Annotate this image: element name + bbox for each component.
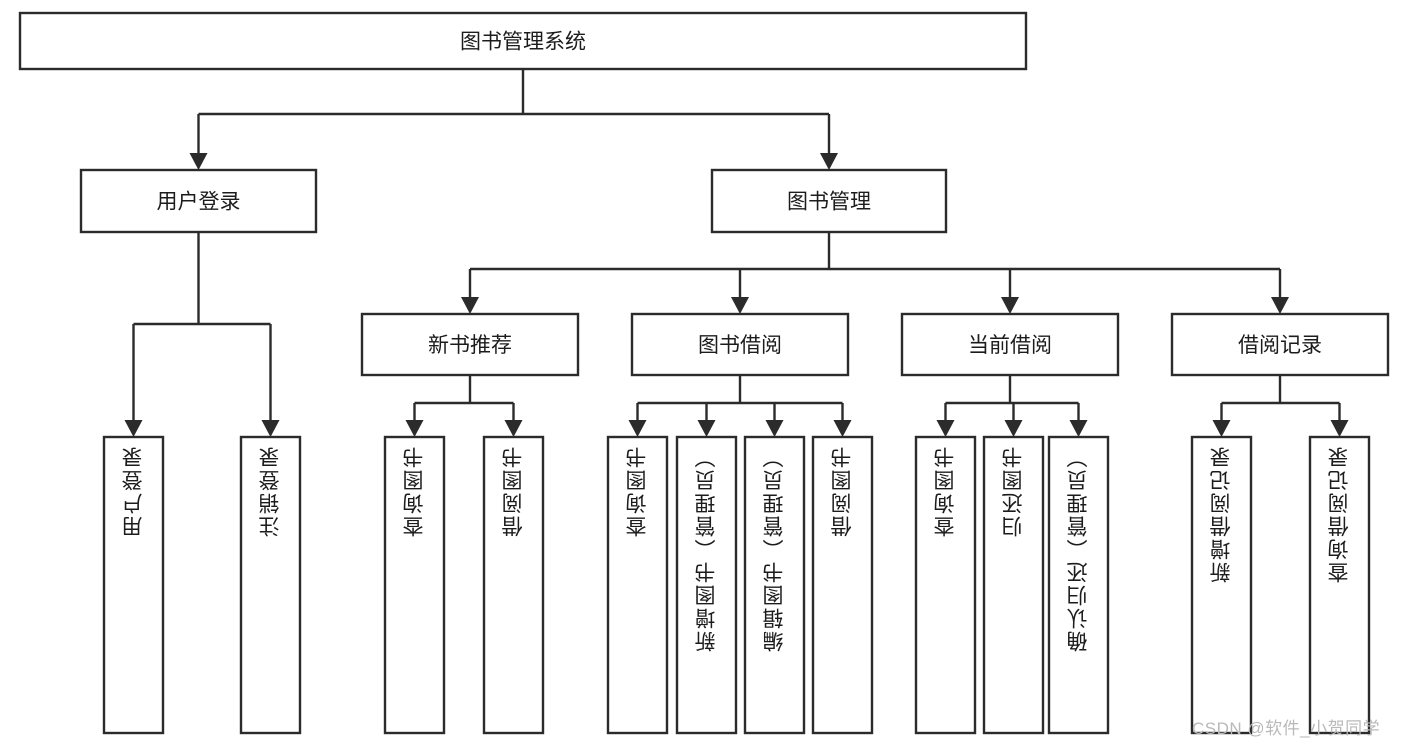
arrow-head [628,420,647,437]
node-rect [1047,435,1110,735]
leaf-br-add-record[interactable] [1190,435,1253,735]
node-rect [1170,312,1390,377]
node-rect [239,435,302,735]
node-current-borrow[interactable]: 当前借阅 [900,312,1120,377]
arrow-head [1330,420,1349,437]
node-rect [982,435,1045,735]
node-label: 用户登录 [157,191,241,214]
arrow-head [261,420,280,437]
csdn-watermark: CSDN @软件_小贺同学 [1192,719,1381,738]
node-rect [18,11,1028,71]
arrow-head [731,297,749,314]
arrow-head [461,297,479,314]
node-label: 借阅记录 [1238,334,1322,357]
node-user-login[interactable]: 用户登录 [79,168,318,234]
leaf-bb-borrow-book[interactable] [811,435,874,735]
leaf-cb-return-book[interactable] [982,435,1045,735]
arrow-head [124,420,143,437]
arrow-head [1212,420,1231,437]
node-rect [383,435,446,735]
node-rect [1190,435,1253,735]
node-label: 当前借阅 [968,334,1052,357]
leaf-nbr-borrow-book[interactable] [482,435,545,735]
leaf-br-query-record[interactable] [1308,435,1371,735]
node-rect [606,435,669,735]
arrow-head [189,153,208,170]
node-rect [914,435,977,735]
node-label: 图书借阅 [698,334,782,357]
arrow-head [697,420,716,437]
node-rect [710,168,948,234]
arrow-head [1271,297,1289,314]
leaf-nbr-query-book[interactable] [383,435,446,735]
arrow-head [1004,420,1023,437]
node-rect [482,435,545,735]
leaf-bb-edit-book[interactable] [743,435,806,735]
leaf-bb-query-book[interactable] [606,435,669,735]
leaf-bb-add-book[interactable] [675,435,738,735]
node-rect [743,435,806,735]
node-new-book-rec[interactable]: 新书推荐 [360,312,580,377]
node-root-root[interactable]: 图书管理系统 [18,11,1028,71]
node-rect [900,312,1120,377]
node-book-manage[interactable]: 图书管理 [710,168,948,234]
arrow-head [820,153,838,170]
leaf-leaf-user-login[interactable] [102,435,165,735]
node-rect [79,168,318,234]
arrow-head [1069,420,1088,437]
node-rect [675,435,738,735]
node-book-borrow[interactable]: 图书借阅 [630,312,850,377]
node-label: 图书管理 [787,191,871,214]
arrow-head [1001,297,1019,314]
node-rect [630,312,850,377]
node-rect [811,435,874,735]
node-rect [102,435,165,735]
node-rect [360,312,580,377]
arrow-head [504,420,523,437]
leaf-leaf-logout[interactable] [239,435,302,735]
node-label: 图书管理系统 [460,31,586,54]
node-borrow-record[interactable]: 借阅记录 [1170,312,1390,377]
arrow-head [765,420,784,437]
leaf-cb-query-book[interactable] [914,435,977,735]
node-rect [1308,435,1371,735]
arrow-head [833,420,852,437]
arrow-head [405,420,424,437]
leaf-cb-confirm-return[interactable] [1047,435,1110,735]
arrow-head [936,420,955,437]
node-label: 新书推荐 [428,334,512,357]
